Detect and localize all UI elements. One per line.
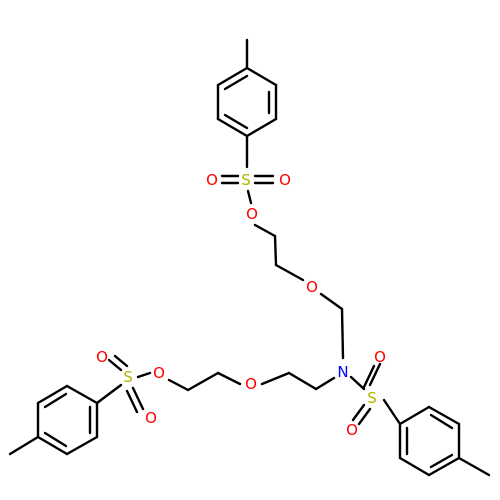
atom-o-top-right: O xyxy=(279,171,291,189)
bond-line-17 xyxy=(273,234,278,267)
bond-line-22 xyxy=(362,364,376,389)
bond-line-33 xyxy=(429,413,454,430)
bond-line-34 xyxy=(429,453,454,469)
bond-line-15 xyxy=(246,189,253,205)
bond-line-18 xyxy=(274,263,305,282)
bond-line-16 xyxy=(253,223,277,238)
atom-o-ether-lower: O xyxy=(245,375,257,393)
bond-line-20 xyxy=(340,307,345,360)
atom-n-amine: N xyxy=(337,363,348,381)
atom-s-right: S xyxy=(367,389,377,407)
bond-line-9 xyxy=(223,74,249,91)
bond-line-55 xyxy=(43,392,68,409)
atom-o-left-lower: O xyxy=(145,409,157,427)
atom-o-top-ester: O xyxy=(246,205,258,223)
bond-line-41 xyxy=(186,371,220,392)
bond-line-3 xyxy=(245,117,278,138)
atom-o-left-upper: O xyxy=(96,348,108,366)
bond-line-52 xyxy=(36,435,69,456)
bond-line-56 xyxy=(43,431,68,448)
bond-line-24 xyxy=(351,403,366,422)
bond-line-48 xyxy=(95,383,123,405)
bond-line-40 xyxy=(216,371,242,386)
bond-line-28 xyxy=(427,405,461,426)
bond-line-6 xyxy=(216,66,249,87)
bond-line-30 xyxy=(427,456,461,477)
atom-o-ether-upper: O xyxy=(306,278,318,296)
bond-line-44 xyxy=(107,358,123,372)
atom-o-left-ester: O xyxy=(153,364,165,382)
bond-line-36 xyxy=(457,456,491,477)
atom-o-right-upper: O xyxy=(374,348,386,366)
bond-line-47 xyxy=(125,389,139,414)
atom-s-left: S xyxy=(123,368,133,386)
bond-line-37 xyxy=(314,376,336,391)
atom-o-top-left: O xyxy=(206,171,218,189)
bond-line-19 xyxy=(319,292,344,311)
bond-line-43 xyxy=(136,371,152,379)
bond-line-38 xyxy=(287,371,318,391)
bond-line-25 xyxy=(357,407,372,426)
bond-line-50 xyxy=(36,384,69,405)
bond-line-53 xyxy=(65,435,99,456)
bond-line-23 xyxy=(368,362,382,387)
bond-line-45 xyxy=(113,354,129,368)
bond-line-39 xyxy=(260,371,291,386)
bond-line-42 xyxy=(167,378,190,392)
bond-line-49 xyxy=(65,384,99,405)
bond-lines xyxy=(8,38,491,477)
atom-s-top: S xyxy=(241,171,251,189)
bond-line-26 xyxy=(382,398,402,426)
bond-line-46 xyxy=(131,386,145,411)
atom-labels: S O O O O N S O O S O O O O xyxy=(96,171,386,439)
bond-line-21 xyxy=(349,375,366,391)
bond-line-8 xyxy=(223,113,249,130)
bond-line-4 xyxy=(216,117,249,138)
bond-line-31 xyxy=(398,456,431,477)
bond-line-27 xyxy=(398,405,431,426)
bond-line-58 xyxy=(8,435,40,456)
atom-o-right-lower: O xyxy=(346,421,358,439)
bond-line-1 xyxy=(245,66,278,87)
